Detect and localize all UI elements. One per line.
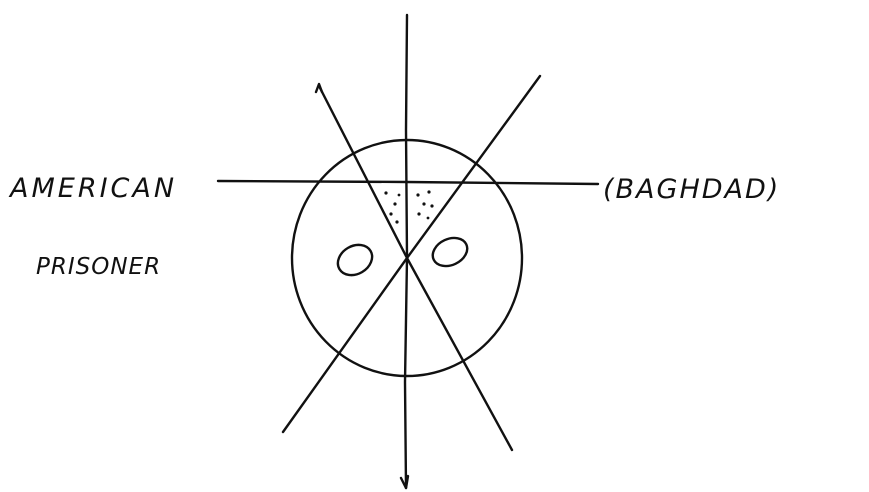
label-prisoner: PRISONER xyxy=(36,254,161,280)
left-eye-oval xyxy=(332,239,377,281)
label-baghdad: (BAGHDAD) xyxy=(603,174,780,205)
vertical-line xyxy=(405,15,407,488)
right-eye-oval xyxy=(428,233,472,272)
label-american: AMERICAN xyxy=(8,173,177,204)
diagonal-line-right xyxy=(283,76,540,432)
vertical-line-tick xyxy=(401,476,408,488)
stippled-wedge xyxy=(384,190,433,223)
horizontal-line xyxy=(218,181,598,184)
